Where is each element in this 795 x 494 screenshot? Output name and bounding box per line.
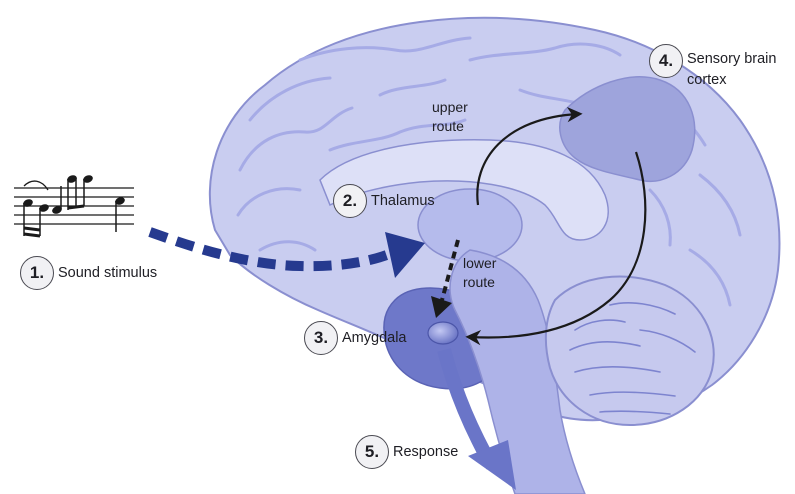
response-text: Response: [393, 444, 458, 461]
step-4-badge: 4.: [649, 44, 683, 78]
sensory-cortex-line1: Sensory brain: [687, 51, 776, 68]
step-2-badge: 2.: [333, 184, 367, 218]
amygdala-text: Amygdala: [342, 330, 406, 347]
response-label: 5. Response: [355, 435, 458, 469]
sound-stimulus-text: Sound stimulus: [58, 265, 157, 282]
sensory-cortex-line2: cortex: [687, 72, 776, 89]
thalamus-label: 2. Thalamus: [333, 184, 435, 218]
amygdala-region: [428, 322, 458, 344]
lower-route-line2: route: [463, 273, 496, 292]
step-3-badge: 3.: [304, 321, 338, 355]
upper-route-line2: route: [432, 117, 468, 136]
lower-route-label: lower route: [463, 254, 496, 292]
sound-stimulus-label: 1. Sound stimulus: [20, 256, 157, 290]
upper-route-label: upper route: [432, 98, 468, 136]
lower-route-line1: lower: [463, 254, 496, 273]
sensory-cortex-label: 4. Sensory brain cortex: [649, 44, 776, 88]
sensory-cortex-text: Sensory brain cortex: [687, 51, 776, 88]
step-1-badge: 1.: [20, 256, 54, 290]
thalamus-text: Thalamus: [371, 193, 435, 210]
upper-route-line1: upper: [432, 98, 468, 117]
music-notes-icon: [14, 174, 134, 236]
cerebellum: [546, 277, 714, 425]
amygdala-label: 3. Amygdala: [304, 321, 406, 355]
step-5-badge: 5.: [355, 435, 389, 469]
